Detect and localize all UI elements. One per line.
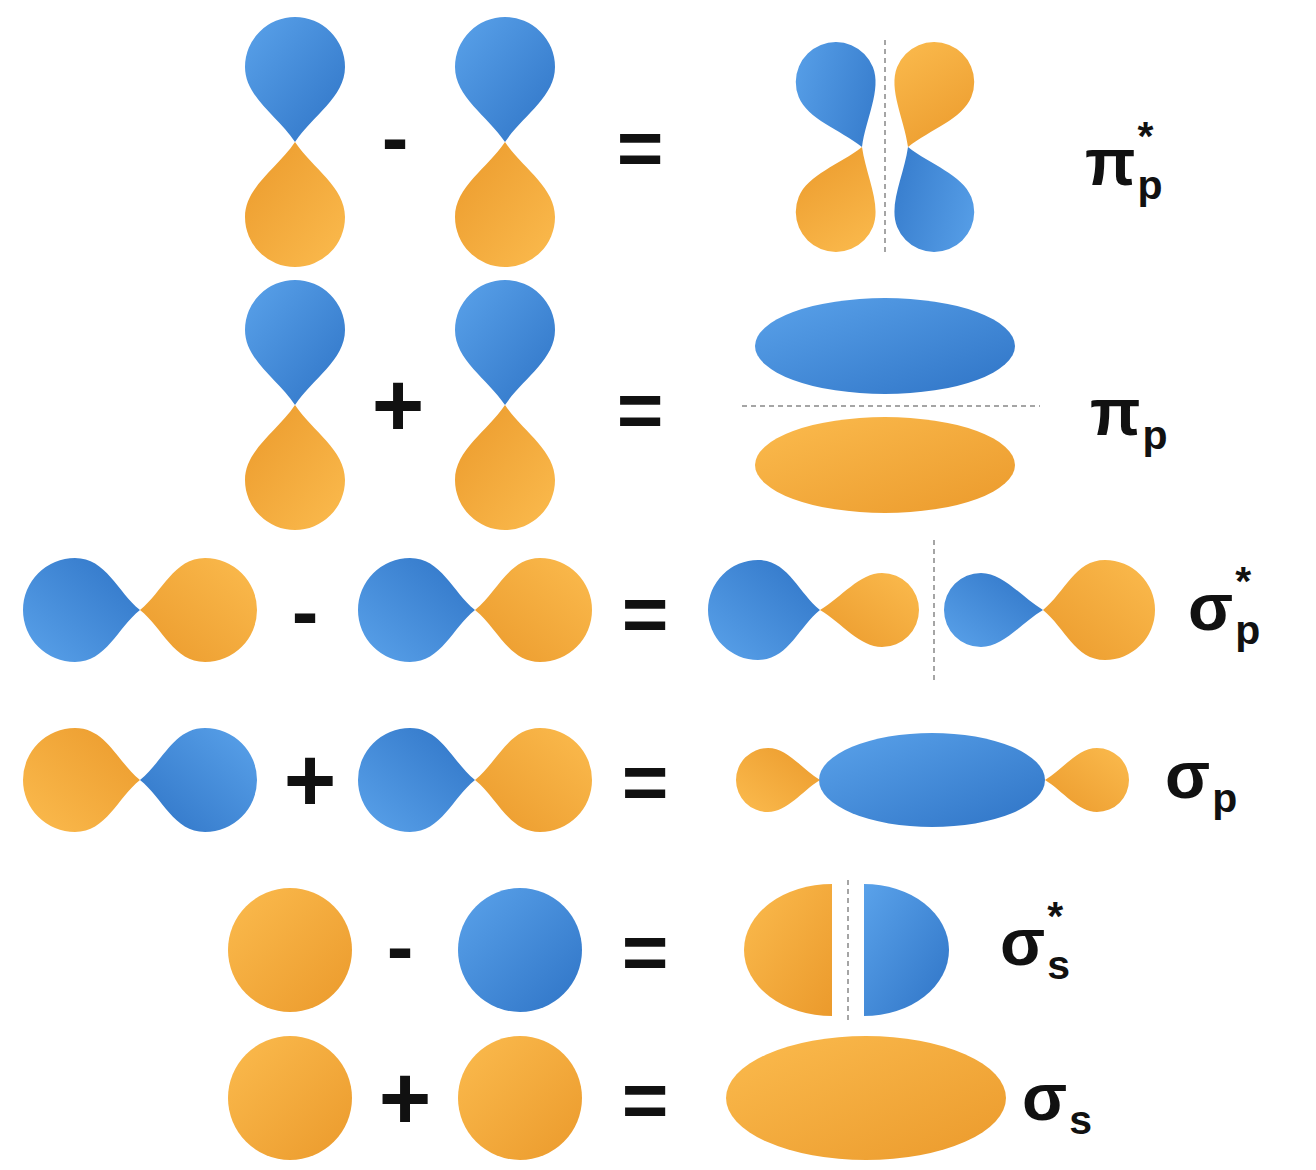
antibonding-mark: * (1138, 116, 1154, 157)
operator-sign: + (372, 360, 425, 450)
orbital-symbol: σ (1188, 574, 1233, 640)
operator-sign: = (622, 574, 669, 654)
p-lobe (358, 728, 475, 832)
mo-lobe (708, 560, 820, 660)
orbital-symbol: π (1090, 379, 1141, 445)
operator-sign: - (292, 572, 319, 652)
orbital-subscript: p (1143, 415, 1168, 456)
operator-sign: = (617, 108, 664, 188)
operator-sign: + (379, 1053, 432, 1143)
antibonding-mark: * (1047, 896, 1063, 937)
mo-lobe (784, 30, 899, 162)
s-orbital (458, 888, 582, 1012)
p-lobe (358, 558, 475, 662)
p-lobe (23, 558, 140, 662)
p-lobe (475, 558, 592, 662)
mo-lobe (944, 573, 1043, 647)
operator-sign: = (622, 1060, 669, 1140)
operator-sign: + (284, 735, 337, 825)
s-orbital (228, 1036, 352, 1160)
node-plane (847, 880, 849, 1020)
p-lobe (455, 142, 555, 267)
node-plane (742, 405, 1040, 407)
mo-lobe (726, 1036, 1006, 1160)
s-orbital (458, 1036, 582, 1160)
orbital-symbol: π (1085, 129, 1136, 195)
mo-lobe (744, 884, 832, 1016)
mo-lobe (871, 132, 986, 264)
p-lobe (455, 405, 555, 530)
orbital-symbol: σ (1165, 742, 1210, 808)
p-lobe (455, 280, 555, 405)
orbital-subscript: s (1069, 1100, 1092, 1141)
operator-sign: = (622, 742, 669, 822)
mo-lobe (755, 298, 1015, 394)
p-lobe (245, 280, 345, 405)
mo-lobe (736, 748, 820, 812)
p-lobe (245, 405, 345, 530)
p-lobe (245, 17, 345, 142)
operator-sign: = (622, 912, 669, 992)
mo-lobe (1045, 748, 1129, 812)
orbital-symbol: σ (1022, 1064, 1067, 1130)
mo-lobe (784, 132, 899, 264)
antibonding-mark: * (1235, 561, 1251, 602)
mo-lobe (1043, 560, 1155, 660)
mo-lobe (820, 573, 919, 647)
mo-lobe (864, 884, 949, 1016)
orbital-subscript: p (1235, 610, 1260, 651)
node-plane (884, 40, 886, 255)
p-lobe (245, 142, 345, 267)
mo-lobe (871, 30, 986, 162)
operator-sign: - (387, 907, 414, 987)
orbital-subscript: p (1212, 778, 1237, 819)
mo-lobe (755, 417, 1015, 513)
orbital-symbol: σ (1000, 909, 1045, 975)
s-orbital (228, 888, 352, 1012)
orbital-subscript: s (1047, 945, 1070, 986)
operator-sign: - (382, 98, 409, 178)
p-lobe (140, 558, 257, 662)
operator-sign: = (617, 370, 664, 450)
p-lobe (140, 728, 257, 832)
node-plane (933, 540, 935, 680)
p-lobe (455, 17, 555, 142)
p-lobe (475, 728, 592, 832)
orbital-subscript: p (1138, 165, 1163, 206)
p-lobe (23, 728, 140, 832)
mo-lobe (819, 733, 1045, 827)
